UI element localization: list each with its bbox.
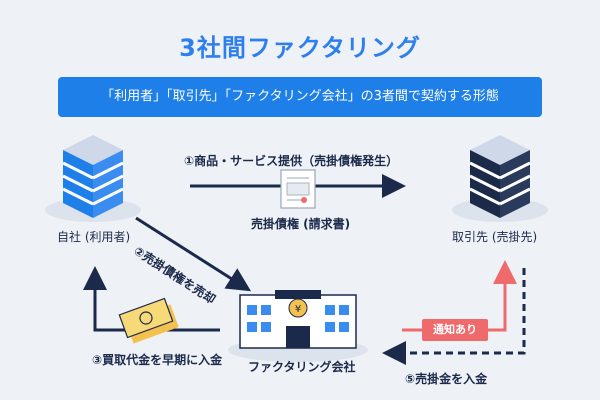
invoice-icon (280, 169, 316, 209)
node-label-factoring: ファクタリング会社 (248, 360, 356, 374)
building-icon: ¥ (228, 290, 368, 362)
node-label-self: 自社 (利用者) (57, 230, 131, 244)
step-1-label: ①商品・サービス提供（売掛債権発生） (184, 154, 399, 168)
node-label-partner: 取引先 (売掛先) (452, 230, 538, 244)
server-icon-partner (452, 135, 548, 222)
step-5-label: ⑤売掛金を入金 (405, 372, 488, 386)
description-banner: 「利用者」「取引先」「ファクタリング会社」の3者間で契約する形態 (58, 77, 542, 117)
step-3-label: ③買取代金を早期に入金 (92, 353, 223, 367)
arrow-payment (83, 266, 220, 332)
notice-badge: 通知あり (422, 319, 488, 341)
svg-text:¥: ¥ (295, 304, 301, 315)
server-icon-self (45, 135, 141, 222)
invoice-label: 売掛債権 (請求書) (251, 217, 351, 231)
money-icon (118, 297, 179, 344)
arrow-collect (382, 268, 526, 365)
page-title: 3社間ファクタリング (179, 34, 421, 62)
arrow-sell (135, 216, 252, 292)
